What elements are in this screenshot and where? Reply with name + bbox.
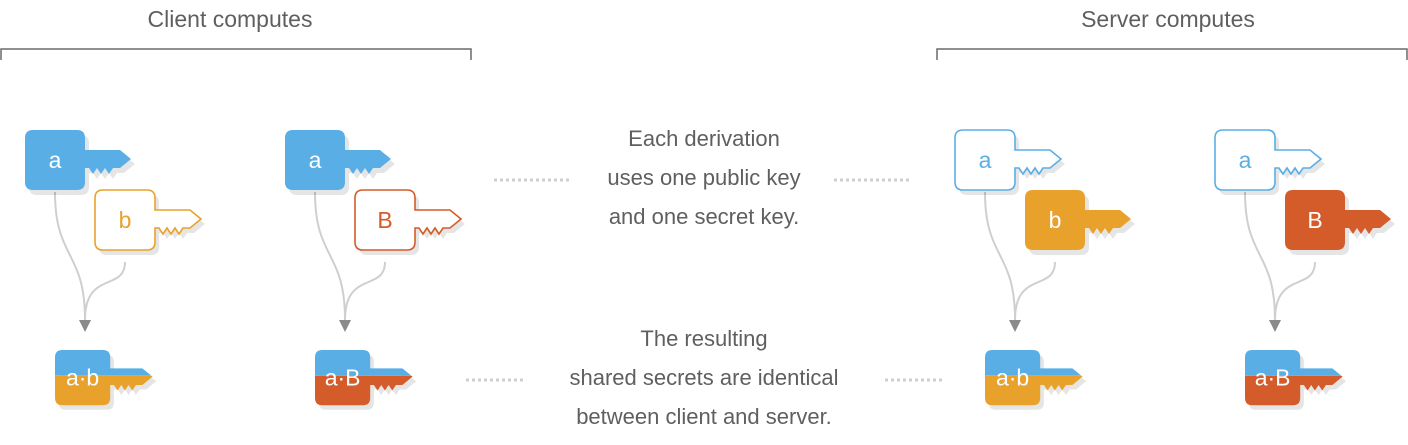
key-aB-client: a·B (315, 350, 417, 410)
derivation-caption: Each derivation uses one public key and … (560, 119, 848, 236)
arrow-head (1269, 320, 1281, 332)
key-label: a (1239, 147, 1252, 173)
caption-line: The resulting (640, 326, 768, 351)
result-caption: The resulting shared secrets are identic… (534, 319, 874, 436)
key-body (1214, 129, 1323, 191)
key-label: B (1307, 207, 1322, 233)
key-label: a (979, 147, 992, 173)
key-body (1285, 190, 1391, 250)
key-a-server: a (954, 129, 1065, 195)
arrow-head (79, 320, 91, 332)
key-body (285, 130, 391, 190)
client-title: Client computes (147, 6, 313, 32)
merge-arrow (54, 191, 126, 332)
merge-arrow (314, 191, 386, 332)
key-a-client: a (25, 130, 135, 195)
key-label: a·B (325, 365, 361, 391)
arrow-head (339, 320, 351, 332)
key-label: a·B (1255, 365, 1291, 391)
client-bracket (0, 48, 472, 60)
key-a-server-2: a (1214, 129, 1325, 195)
key-body (94, 189, 203, 251)
key-label: a·b (66, 365, 99, 391)
key-label: a (49, 147, 62, 173)
key-body (954, 129, 1063, 191)
key-b-client: b (94, 189, 205, 255)
caption-line: shared secrets are identical (569, 365, 839, 390)
key-B-server: B (1285, 190, 1395, 255)
key-aB-server: a·B (1245, 350, 1347, 410)
key-label: b (1049, 207, 1062, 233)
key-a-client-2: a (285, 130, 395, 195)
server-title: Server computes (1081, 6, 1255, 32)
key-body (1025, 190, 1131, 250)
key-label: a (309, 147, 322, 173)
key-ab-server: a·b (985, 350, 1087, 410)
key-ab-client: a·b (55, 350, 157, 410)
caption-line: Each derivation (628, 126, 780, 151)
server-bracket (936, 48, 1408, 60)
caption-line: uses one public key (607, 165, 801, 190)
key-label: B (377, 207, 392, 233)
merge-arrow (1244, 191, 1316, 332)
key-label: a·b (996, 365, 1029, 391)
arrow-head (1009, 320, 1021, 332)
key-b-server: b (1025, 190, 1135, 255)
merge-arrow (984, 191, 1056, 332)
caption-line: and one secret key. (608, 204, 800, 229)
key-body (354, 189, 463, 251)
caption-line: between client and server. (576, 404, 832, 429)
key-label: b (119, 207, 132, 233)
key-B-client: B (354, 189, 465, 255)
key-body (25, 130, 131, 190)
